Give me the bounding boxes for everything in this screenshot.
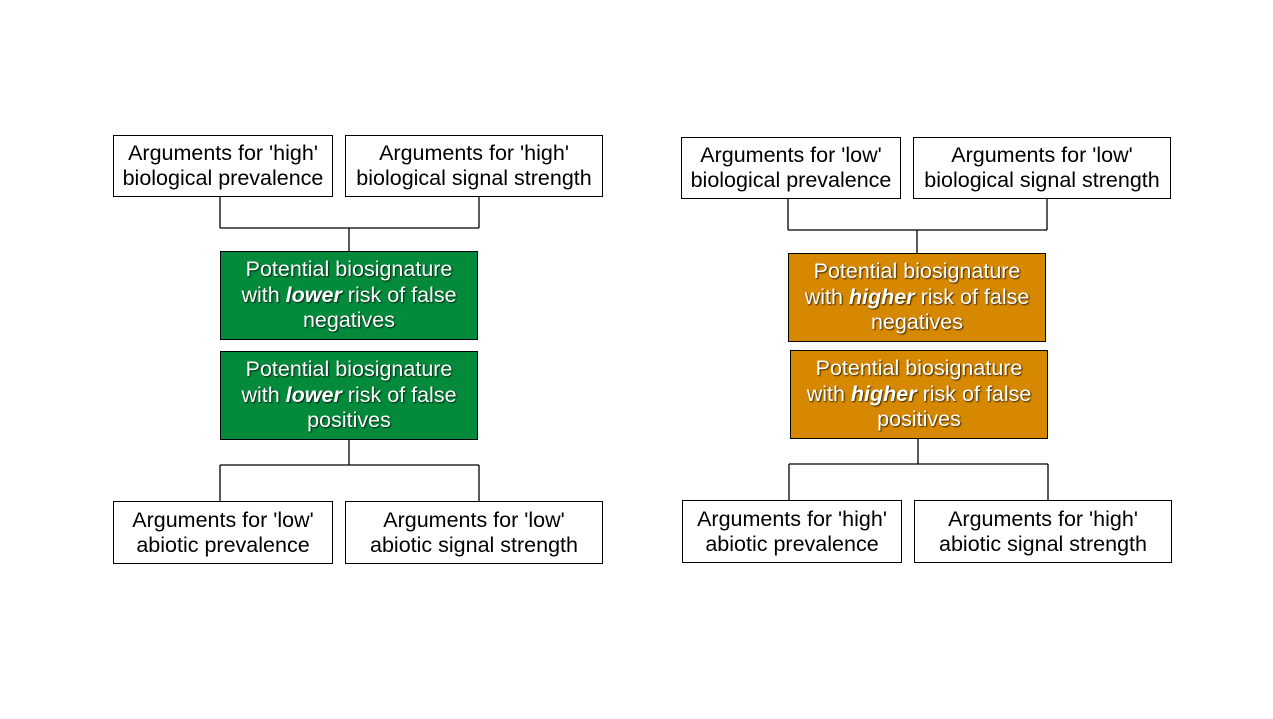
box-line: Potential biosignature	[245, 257, 453, 282]
emphasis-text: higher	[848, 284, 915, 309]
box-line: abiotic signal strength	[939, 531, 1147, 556]
left-false-positives-box: Potential biosignature with lower risk o…	[220, 351, 478, 440]
right-bottom-left-box: Arguments for 'high' abiotic prevalence	[682, 500, 902, 563]
left-bottom-right-box: Arguments for 'low' abiotic signal stren…	[345, 501, 603, 564]
box-line: abiotic prevalence	[705, 531, 879, 556]
box-line: biological prevalence	[690, 168, 892, 192]
right-top-right-box: Arguments for 'low' biological signal st…	[913, 137, 1171, 199]
box-line: Arguments for 'low'	[132, 507, 314, 532]
box-line: Potential biosignature	[245, 357, 453, 382]
box-text: with	[241, 382, 286, 407]
right-false-positives-box: Potential biosignature with higher risk …	[790, 350, 1048, 439]
box-line: positives	[877, 407, 961, 432]
emphasis-text: higher	[850, 381, 917, 406]
box-line: Arguments for 'high'	[128, 141, 318, 165]
box-line: negatives	[302, 308, 396, 333]
left-top-right-box: Arguments for 'high' biological signal s…	[345, 135, 603, 197]
box-line: with higher risk of false	[805, 285, 1030, 311]
box-line: negatives	[870, 310, 964, 335]
box-line: biological signal strength	[924, 168, 1160, 192]
left-top-left-box: Arguments for 'high' biological prevalen…	[113, 135, 333, 197]
box-text: risk of false	[341, 382, 457, 407]
emphasis-text: lower	[285, 282, 342, 307]
box-line: biological signal strength	[356, 166, 592, 190]
box-line: Arguments for 'high'	[948, 506, 1138, 531]
box-line: abiotic prevalence	[136, 532, 310, 557]
box-text: risk of false	[341, 282, 457, 307]
emphasis-text: lower	[285, 382, 342, 407]
box-line: biological prevalence	[122, 166, 324, 190]
box-line: positives	[307, 408, 391, 433]
box-text: with	[241, 282, 286, 307]
right-top-left-box: Arguments for 'low' biological prevalenc…	[681, 137, 901, 199]
box-text: risk of false	[916, 381, 1032, 406]
box-line: abiotic signal strength	[370, 532, 578, 557]
box-line: with higher risk of false	[807, 382, 1032, 408]
box-line: with lower risk of false	[241, 283, 456, 309]
left-false-negatives-box: Potential biosignature with lower risk o…	[220, 251, 478, 340]
box-text: with	[804, 284, 849, 309]
box-line: Arguments for 'high'	[697, 506, 887, 531]
right-false-negatives-box: Potential biosignature with higher risk …	[788, 253, 1046, 342]
box-line: with lower risk of false	[241, 383, 456, 409]
box-line: Arguments for 'low'	[951, 143, 1133, 167]
box-line: Potential biosignature	[815, 356, 1023, 381]
box-line: Arguments for 'high'	[379, 141, 569, 165]
box-line: Arguments for 'low'	[383, 507, 565, 532]
box-line: Potential biosignature	[813, 259, 1021, 284]
left-bottom-left-box: Arguments for 'low' abiotic prevalence	[113, 501, 333, 564]
box-text: with	[806, 381, 851, 406]
box-line: Arguments for 'low'	[700, 143, 882, 167]
right-bottom-right-box: Arguments for 'high' abiotic signal stre…	[914, 500, 1172, 563]
box-text: risk of false	[914, 284, 1030, 309]
